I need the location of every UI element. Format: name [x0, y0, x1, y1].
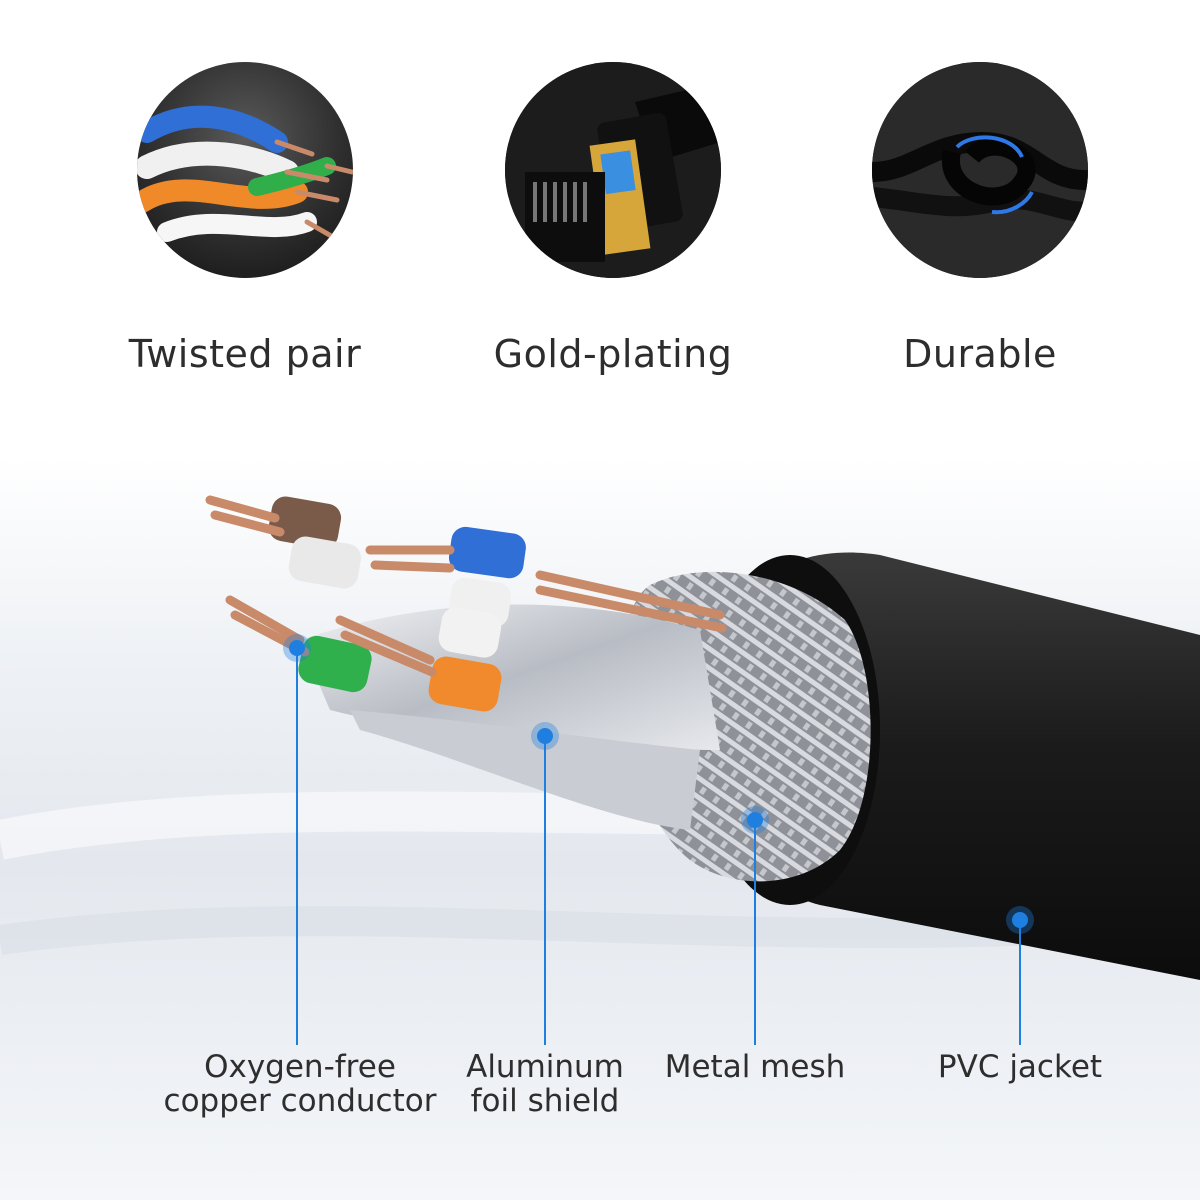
twisted-pair-icon: [137, 62, 353, 278]
callout-jacket-line1: PVC jacket: [937, 1049, 1103, 1085]
feature-label: Twisted pair: [128, 332, 362, 376]
wire-pairs: [268, 496, 526, 712]
callout-leaders: [296, 650, 1021, 1045]
knotted-cable-icon: [872, 62, 1088, 278]
callout-foil-line1: Aluminum: [466, 1049, 624, 1085]
feature-label: Gold-plating: [493, 332, 733, 376]
callout-markers: [283, 634, 1034, 934]
callout-mesh: Metal mesh: [650, 1050, 860, 1084]
cable-illustration: [0, 495, 1200, 1045]
copper-conductors: [205, 495, 727, 677]
callout-conductor: Oxygen-free copper conductor: [150, 1050, 450, 1118]
callout-foil-line2: foil shield: [470, 1083, 620, 1119]
feature-label: Durable: [903, 332, 1057, 376]
callout-conductor-line2: copper conductor: [163, 1083, 437, 1119]
callout-conductor-line1: Oxygen-free: [204, 1049, 396, 1085]
callout-jacket: PVC jacket: [920, 1050, 1120, 1084]
cable-cross-section: Oxygen-free copper conductor Aluminum fo…: [0, 420, 1200, 1200]
feature-gold-plating: Gold-plating: [493, 62, 733, 376]
callout-foil: Aluminum foil shield: [445, 1050, 645, 1118]
callout-mesh-line1: Metal mesh: [664, 1049, 846, 1085]
rj45-connector-icon: [505, 62, 721, 278]
feature-durable: Durable: [860, 62, 1100, 376]
feature-twisted-pair: Twisted pair: [125, 62, 365, 376]
